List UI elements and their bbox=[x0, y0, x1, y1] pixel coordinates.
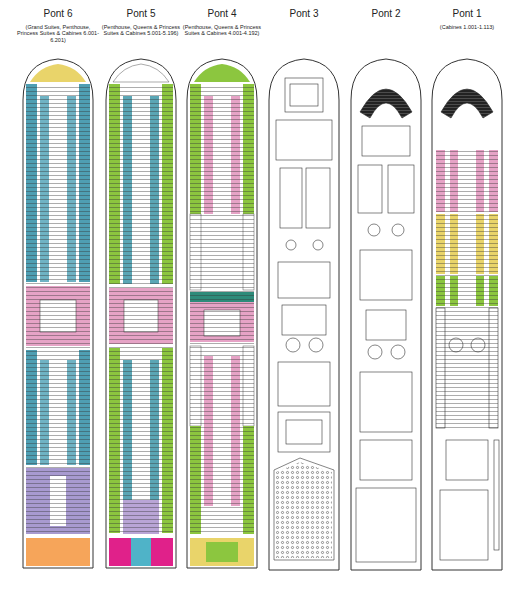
deck-subtitle: (Penthouse, Queens & Princess Suites & C… bbox=[100, 24, 182, 37]
deck-6 bbox=[23, 59, 93, 568]
deck-5 bbox=[106, 59, 176, 568]
deck-1 bbox=[432, 59, 502, 570]
deck-subtitle: (Penthouse, Queens & Princess Suites & C… bbox=[181, 24, 263, 37]
deck-title: Pont 1 bbox=[434, 8, 500, 20]
deck-title: Pont 2 bbox=[351, 8, 421, 20]
deck-title: Pont 4 bbox=[179, 8, 265, 20]
deck-4 bbox=[187, 59, 257, 568]
deck-subtitle: (Grand Suites, Penthouse, Princess Suite… bbox=[15, 24, 101, 43]
deck-title: Pont 3 bbox=[269, 8, 339, 20]
deck-2 bbox=[351, 59, 421, 570]
deck-title: Pont 5 bbox=[98, 8, 184, 20]
deck-subtitle: (Cabines 1.001-1.113) bbox=[434, 24, 500, 30]
deck-3 bbox=[269, 59, 339, 570]
deck-title: Pont 6 bbox=[15, 8, 101, 20]
